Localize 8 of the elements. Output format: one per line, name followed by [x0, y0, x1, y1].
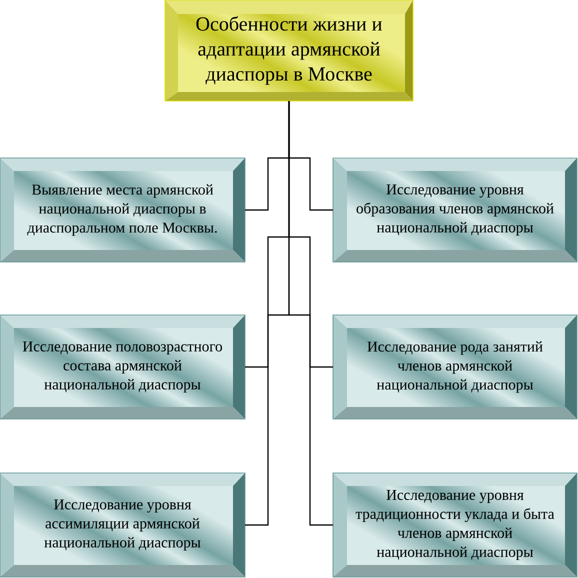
topic-box: Исследование уровня традиционности уклада и быта членов армянской национальной диаспоры [332, 472, 578, 578]
topic-box: Исследование половозрастного состава армянской национальной диаспоры [0, 314, 246, 420]
topic-box: Выявление места армянской национальной диаспоры в диаспоральном поле Москвы. [0, 158, 246, 262]
topic-box: Исследование уровня образования членов армянской национальной диаспоры [332, 158, 578, 262]
topic-box: Исследование рода занятий членов армянской национальной диаспоры [332, 314, 578, 420]
connector-line [288, 101, 333, 526]
title-box: Особенности жизни и адаптации армянской диаспоры в Москве [164, 0, 414, 102]
topic-box: Исследование уровня ассимиляции армянской национальной диаспоры [0, 472, 246, 578]
